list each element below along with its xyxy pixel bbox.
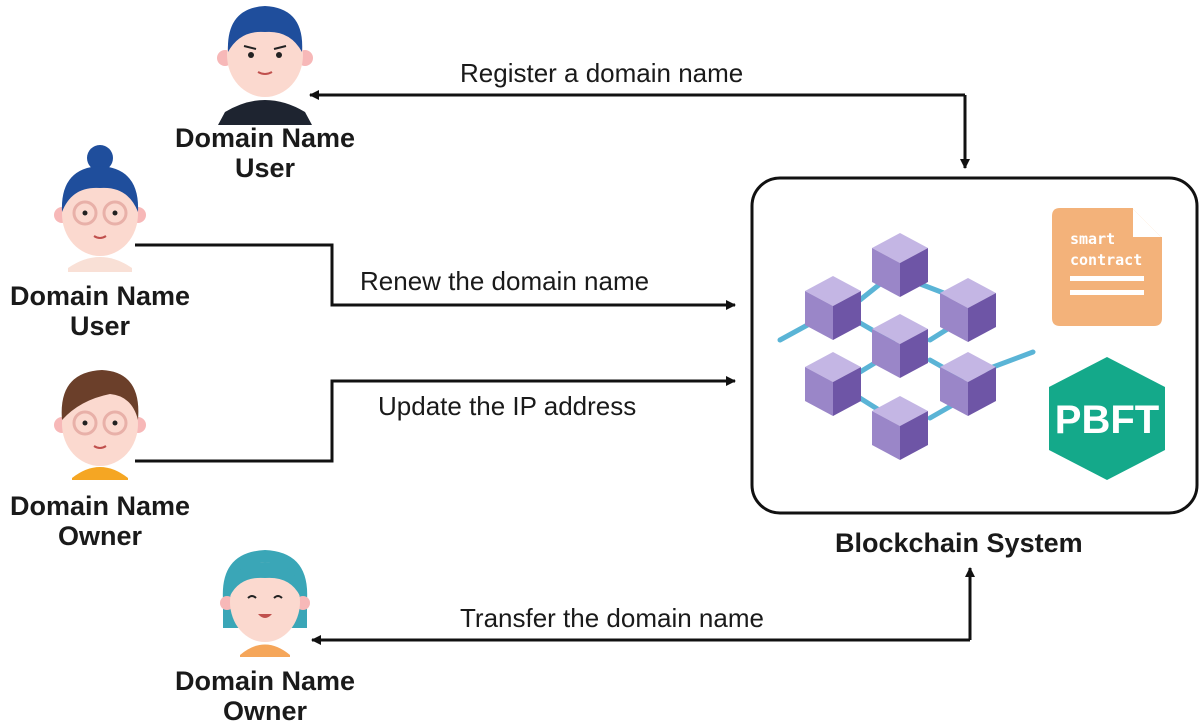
avatar-owner-brown (54, 370, 146, 480)
actor-label-line: Domain Name (9, 491, 191, 521)
contract-label-line2: contract (1070, 251, 1142, 269)
block-cube-5 (805, 352, 861, 416)
avatar-user-top (217, 6, 313, 125)
pbft-label: PBFT (1055, 398, 1159, 442)
actor-label-line: Domain Name (174, 123, 356, 153)
pbft-consensus-icon: PBFT (1049, 357, 1165, 480)
block-cube-6 (940, 352, 996, 416)
smart-contract-icon: smart contract (1052, 208, 1162, 326)
actor-label-user-top: Domain Name User (155, 123, 375, 183)
actor-label-line: Owner (57, 521, 143, 551)
actor-label-owner-teal: Domain Name Owner (155, 666, 375, 726)
block-cube-2 (805, 276, 861, 340)
block-cube-4 (872, 314, 928, 378)
register-label: Register a domain name (460, 58, 744, 88)
renew-arrow (135, 243, 736, 310)
avatar-owner-teal (220, 550, 310, 657)
actor-label-line: Domain Name (9, 281, 191, 311)
actor-label-user-glasses: Domain Name User (0, 281, 210, 341)
block-cube-1 (872, 233, 928, 297)
blockchain-network-icon (777, 233, 1036, 460)
contract-label-line1: smart (1070, 230, 1115, 248)
avatar-user-glasses (54, 145, 146, 272)
renew-label: Renew the domain name (360, 266, 650, 296)
actor-label-line: Domain Name (174, 666, 356, 696)
transfer-label: Transfer the domain name (460, 603, 764, 633)
block-cube-3 (940, 278, 996, 342)
update-ip-arrow (135, 376, 736, 463)
update-ip-label: Update the IP address (378, 391, 637, 421)
actor-label-line: User (69, 311, 131, 341)
blockchain-system-title: Blockchain System (835, 528, 1083, 558)
actor-label-line: Owner (222, 696, 308, 726)
block-cube-7 (872, 396, 928, 460)
actor-label-line: User (234, 153, 296, 183)
actor-label-owner-brown: Domain Name Owner (0, 491, 210, 551)
